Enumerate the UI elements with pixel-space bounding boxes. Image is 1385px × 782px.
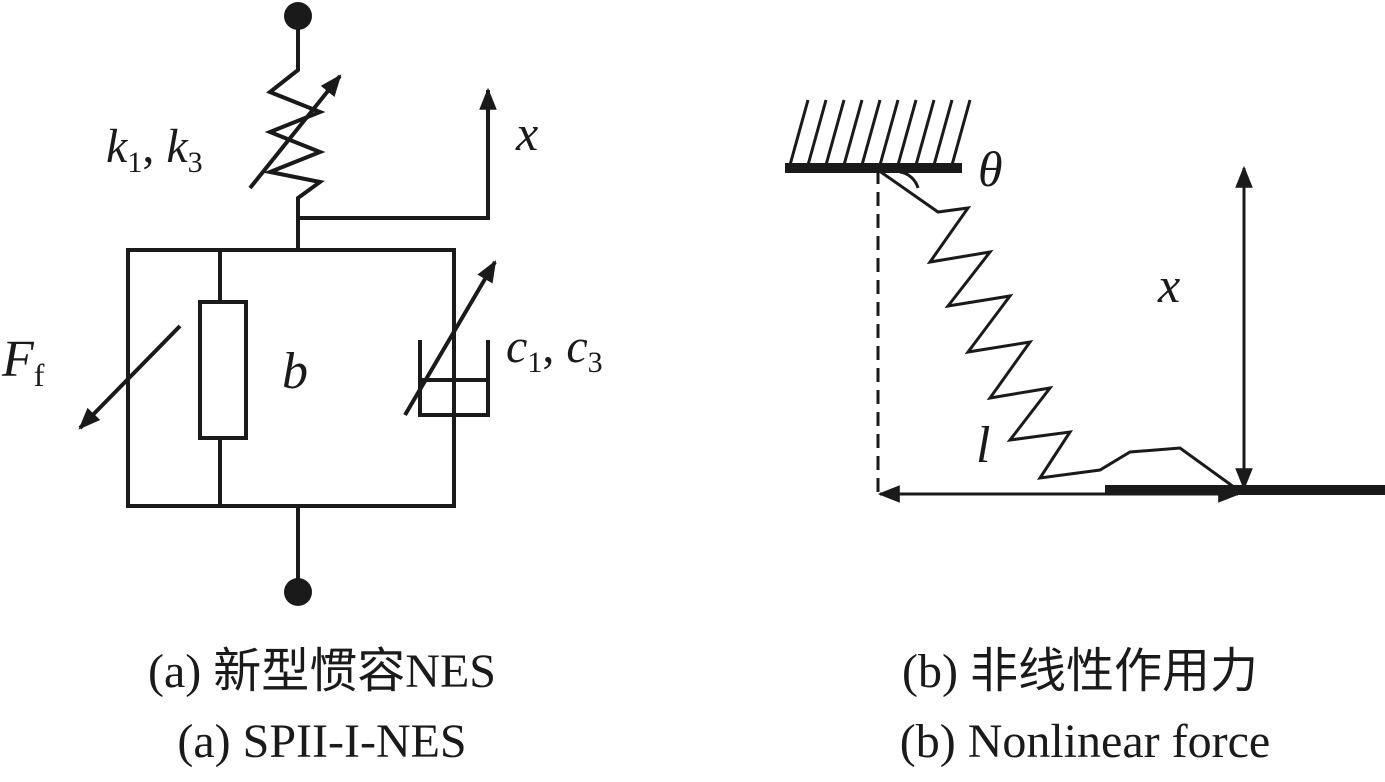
bottom-terminal-node [284,578,312,606]
panel-a-schematic [78,2,497,606]
caption-b-chinese: (b) 非线性作用力 [902,645,1258,698]
nonlinear-spring-k [263,16,326,248]
displacement-lead [298,87,497,220]
inerter-b [198,300,248,440]
label-Ff: Ff [1,331,45,393]
fixed-support-hatch [788,99,972,166]
inclined-spring [877,168,1239,492]
damper-variable-arrow [403,260,497,417]
friction-arrow [78,324,182,430]
label-x-b: x [1157,257,1180,313]
label-x-a: x [515,105,538,161]
caption-a-chinese: (a) 新型惯容NES [148,645,496,698]
caption-a-english: (a) SPII-I-NES [177,715,467,768]
spring-variable-arrow [248,74,342,190]
panel-b-schematic [785,99,1385,503]
label-theta: θ [978,141,1003,197]
label-l: l [976,417,990,474]
theta-angle-arc [899,170,920,189]
label-b: b [282,343,308,400]
label-k1-k3: k1, k3 [106,120,203,179]
caption-b-english: (b) Nonlinear force [899,715,1271,768]
label-c1-c3: c1, c3 [506,320,603,379]
